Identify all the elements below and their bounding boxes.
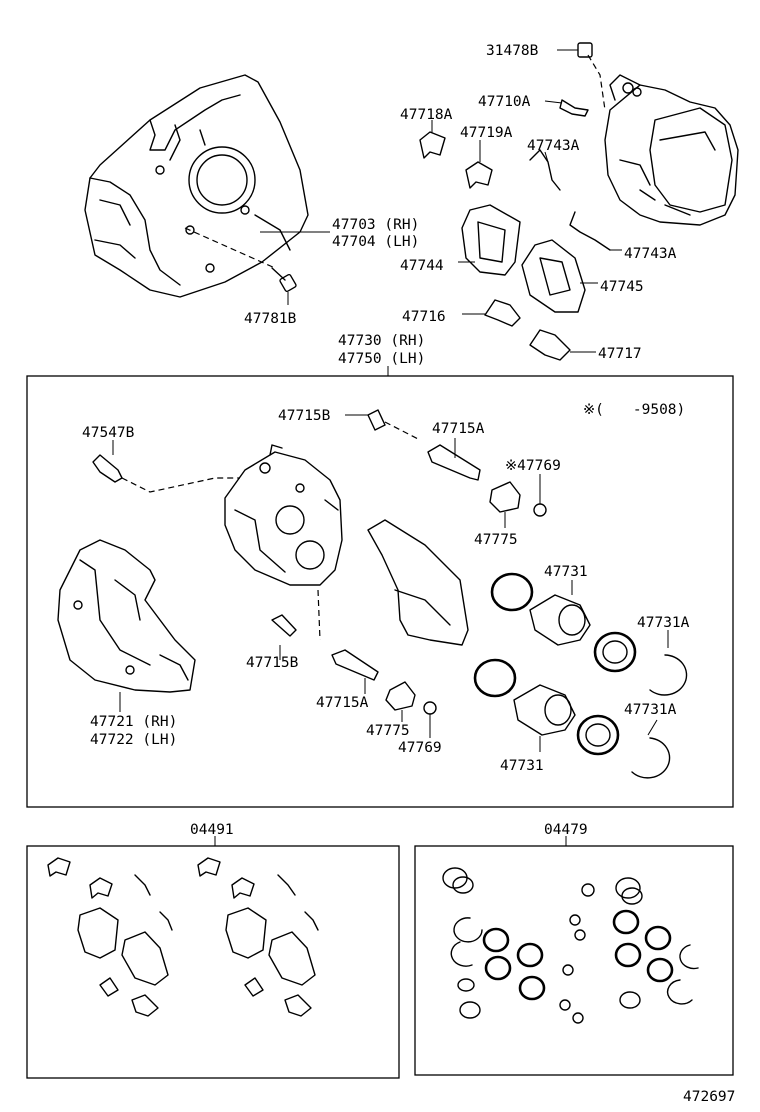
label-47715A-lower: 47715A	[316, 695, 369, 711]
label-47715B-lower: 47715B	[246, 655, 299, 671]
torque-plate-part	[57, 539, 196, 712]
label-47743A-upper: 47743A	[527, 138, 580, 154]
bleeder-47547B	[92, 440, 123, 483]
label-47704: 47704 (LH)	[332, 234, 419, 250]
ring-47731A-upper	[649, 630, 688, 696]
shim-47717	[529, 329, 596, 361]
label-47703: 47703 (RH)	[332, 217, 419, 233]
pin-47715A-lower	[331, 649, 379, 694]
note-label: ※( -9508)	[583, 402, 685, 418]
bleeder-47710A	[544, 99, 589, 117]
label-47547B: 47547B	[82, 425, 135, 441]
cylinder-body-part	[224, 444, 343, 586]
label-47769-lower: 47769	[398, 740, 442, 756]
label-31478B: 31478B	[486, 43, 539, 59]
label-47745: 47745	[600, 279, 644, 295]
label-47731-upper: 47731	[544, 564, 588, 580]
seal-47731-upper	[490, 572, 534, 612]
spring-47743A-upper	[529, 149, 561, 191]
label-47775-upper: 47775	[474, 532, 518, 548]
label-47715B-upper: 47715B	[278, 408, 331, 424]
dust-cover-part	[84, 74, 309, 298]
label-47718A: 47718A	[400, 107, 453, 123]
label-47731A-lower: 47731A	[624, 702, 677, 718]
label-47722: 47722 (LH)	[90, 732, 177, 748]
label-04479: 04479	[544, 822, 588, 838]
label-47717: 47717	[598, 346, 642, 362]
label-47715A-upper: 47715A	[432, 421, 485, 437]
label-47743A-lower: 47743A	[624, 246, 677, 262]
label-47781B: 47781B	[244, 311, 297, 327]
piston-47731-lower	[513, 684, 576, 752]
label-47775-lower: 47775	[366, 723, 410, 739]
figure-id: 472697	[683, 1089, 735, 1105]
piston-47731-upper	[529, 580, 591, 646]
label-47731-lower: 47731	[500, 758, 544, 774]
label-04491: 04491	[190, 822, 234, 838]
label-47721: 47721 (RH)	[90, 714, 177, 730]
label-47716: 47716	[402, 309, 446, 325]
label-47730: 47730 (RH)	[338, 333, 425, 349]
boot-47775-lower	[385, 681, 416, 722]
seal-kit-contents	[442, 867, 699, 1024]
pad-kit-box	[26, 845, 400, 1079]
bush-47769-lower	[423, 701, 437, 738]
boot-47731A-upper	[593, 631, 637, 673]
spring-47743A-lower	[569, 211, 622, 251]
bolt-47781B	[271, 267, 297, 293]
bolt-47715B-lower	[271, 614, 297, 660]
bolt-47715B-upper	[345, 409, 386, 431]
pad-kit-contents	[47, 857, 319, 1017]
bolt-31478B	[557, 42, 593, 58]
boot-47775-upper	[489, 481, 521, 528]
boot-47731A-lower	[576, 714, 620, 756]
label-47731A-upper: 47731A	[637, 615, 690, 631]
seal-47731-lower	[473, 658, 517, 698]
ring-47731A-lower	[631, 719, 671, 779]
label-47744: 47744	[400, 258, 444, 274]
cylinder-cover-part	[367, 519, 469, 646]
pad-47744	[458, 204, 521, 276]
caliper-kit-box	[26, 375, 734, 808]
bush-47769-upper	[533, 474, 547, 517]
label-47769-upper: ※47769	[505, 458, 561, 474]
seal-kit-box	[414, 845, 734, 1076]
caliper-assembly-part	[604, 74, 739, 226]
shim-47716	[462, 299, 521, 327]
clip-47719A	[465, 140, 493, 189]
pin-47715A-upper	[427, 438, 481, 481]
label-47719A: 47719A	[460, 125, 513, 141]
label-47710A: 47710A	[478, 94, 531, 110]
label-47750: 47750 (LH)	[338, 351, 425, 367]
pad-47745	[521, 239, 598, 313]
clip-47718A	[419, 120, 446, 159]
